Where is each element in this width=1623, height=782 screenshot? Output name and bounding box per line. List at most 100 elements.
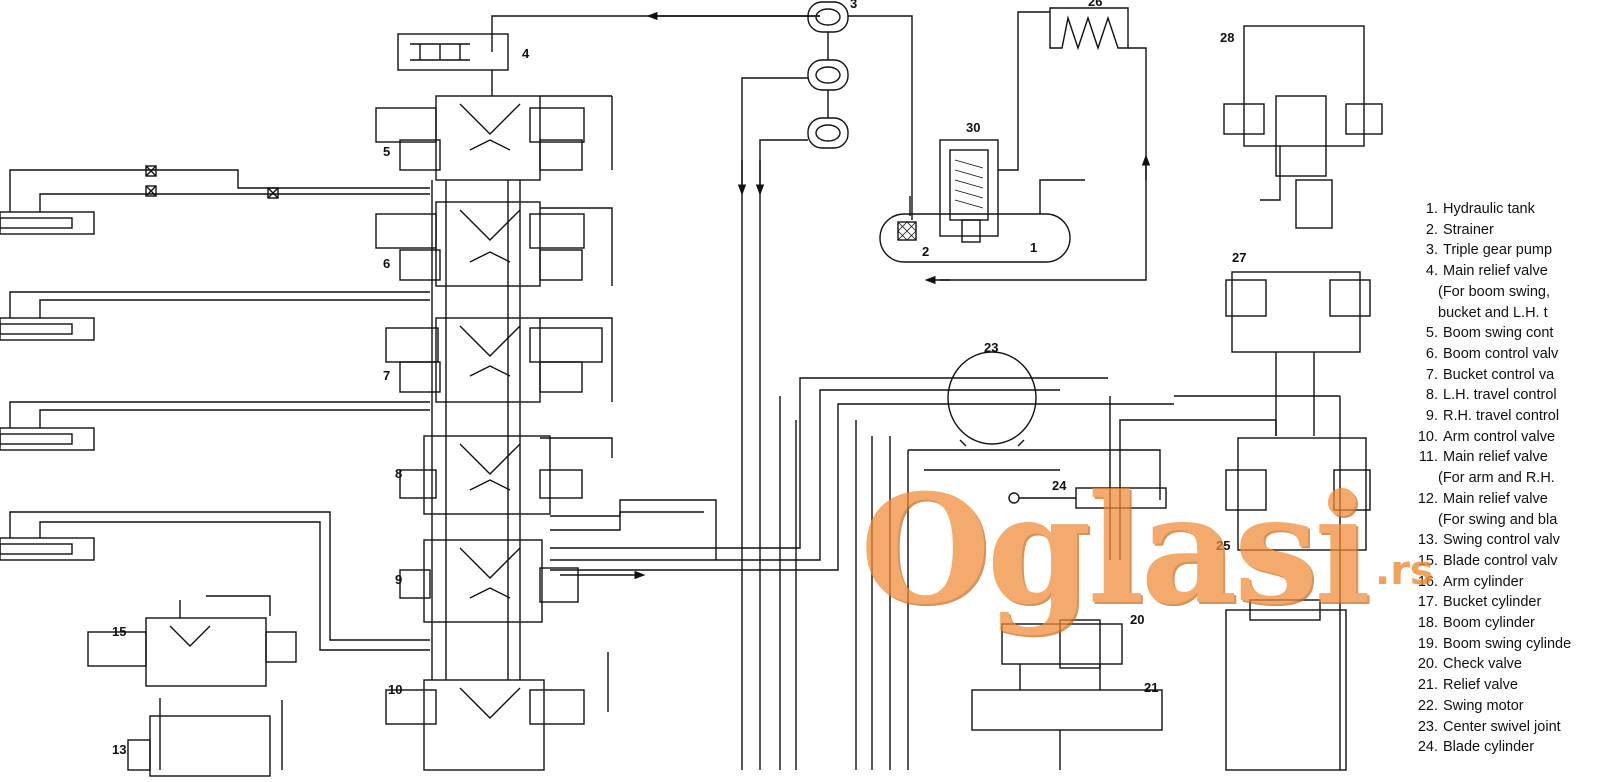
legend-number: 10. (1417, 428, 1438, 445)
cylinder-2 (0, 317, 95, 341)
legend-number: 12. (1417, 490, 1438, 507)
legend-number: 20. (1417, 656, 1438, 673)
legend-item: 3. Triple gear pump (1404, 240, 1623, 261)
legend-item: 9. R.H. travel control (1404, 406, 1623, 427)
main-relief-valve-4 (397, 33, 509, 71)
legend-text: Boom swing cylinde (1443, 635, 1572, 652)
legend-text: Bucket cylinder (1443, 594, 1542, 611)
legend-number: 13. (1417, 532, 1438, 549)
label-n28: 28 (1220, 30, 1234, 45)
blade-cylinder (1075, 487, 1167, 509)
legend-item: 2. Strainer (1404, 220, 1623, 241)
label-n3: 3 (850, 0, 857, 11)
legend-number: 2. (1425, 221, 1438, 238)
legend-number: 11. (1418, 449, 1438, 466)
blade-control-valve (145, 617, 267, 687)
label-n1: 1 (1030, 240, 1037, 255)
center-swivel-joint (947, 351, 1037, 445)
cylinder-1 (0, 211, 95, 235)
triple-gear-pump (807, 1, 849, 149)
valve-28 (1243, 25, 1365, 147)
label-n5: 5 (383, 144, 390, 159)
valve-27 (1231, 271, 1361, 353)
legend-text: Arm cylinder (1443, 573, 1524, 590)
legend-text: bucket and L.H. t (1438, 304, 1548, 321)
legend-number: 1. (1425, 201, 1438, 217)
legend-number: 23. (1417, 718, 1438, 735)
legend-number: 15. (1417, 552, 1438, 569)
label-n26: 26 (1088, 0, 1102, 9)
legend-item: 24.Blade cylinder (1404, 737, 1623, 758)
legend-text: R.H. travel control (1443, 408, 1560, 425)
legend-item: 13.Swing control valv (1404, 530, 1623, 551)
legend-item: bucket and L.H. t (1404, 303, 1623, 324)
legend-number: 8. (1425, 387, 1438, 404)
swing-control-valve (149, 715, 271, 777)
label-n20: 20 (1130, 612, 1144, 627)
valve-25 (1237, 437, 1367, 551)
legend-item: (For swing and bla (1404, 510, 1623, 531)
legend-item: 20. Check valve (1404, 654, 1623, 675)
oil-cooler (1049, 7, 1129, 51)
legend-number: 16. (1417, 573, 1438, 590)
legend-text: Boom cylinder (1443, 615, 1535, 632)
label-n13: 13 (112, 742, 126, 757)
label-n4: 4 (522, 46, 530, 61)
legend-text: Hydraulic tank (1443, 201, 1535, 217)
label-n21: 21 (1144, 680, 1158, 695)
label-n30: 30 (966, 120, 980, 135)
legend-item: 16. Arm cylinder (1404, 572, 1623, 593)
return-filter (939, 139, 999, 237)
legend-number: 21. (1417, 677, 1438, 694)
relief-valve (971, 689, 1163, 731)
check-valve (1001, 623, 1123, 665)
legend-item: 7.Bucket control va (1404, 365, 1623, 386)
component-legend: 1. Hydraulic tank 2. Strainer 3. Triple gear … (1404, 199, 1623, 758)
legend-number: 9. (1425, 408, 1438, 425)
legend-item: 22. Swing motor (1404, 696, 1623, 717)
legend-text: (For swing and bla (1438, 511, 1558, 528)
legend-number: 5. (1425, 325, 1438, 342)
legend-item: 1. Hydraulic tank (1404, 199, 1623, 220)
label-n25: 25 (1216, 538, 1230, 553)
legend-item: 12. Main relief valve (1404, 489, 1623, 510)
legend-item: (For boom swing, (1404, 282, 1623, 303)
legend-item: 18.Boom cylinder (1404, 613, 1623, 634)
label-n7: 7 (383, 368, 390, 383)
legend-number: 4. (1425, 263, 1438, 280)
hydraulic-tank (879, 213, 1071, 263)
legend-text: Swing motor (1443, 697, 1524, 714)
label-n23: 23 (984, 340, 998, 355)
label-n9: 9 (395, 572, 402, 587)
legend-item: 4.Main relief valve (1404, 261, 1623, 282)
legend-item: 11.Main relief valve (1404, 447, 1623, 468)
legend-text: Center swivel joint (1443, 718, 1561, 735)
label-n6: 6 (383, 256, 390, 271)
label-n15: 15 (112, 624, 126, 639)
legend-item: 8.L.H. travel control (1404, 385, 1623, 406)
legend-item: 19. Boom swing cylinde (1404, 634, 1623, 655)
legend-item: 10.Arm control valve (1404, 427, 1623, 448)
legend-text: Triple gear pump (1443, 242, 1553, 259)
label-n8: 8 (395, 466, 402, 481)
legend-number: 22. (1417, 697, 1438, 714)
legend-text: Relief valve (1443, 677, 1518, 694)
legend-text: Strainer (1443, 221, 1494, 238)
cylinder-4 (0, 537, 95, 561)
legend-number: 3. (1425, 242, 1438, 259)
valve-stack (375, 95, 603, 771)
valve-lower-right (1225, 609, 1347, 771)
legend-text: Check valve (1443, 656, 1522, 673)
legend-number: 6. (1425, 345, 1438, 362)
legend-item: 6.Boom control valv (1404, 344, 1623, 365)
legend-item: (For arm and R.H. (1404, 468, 1623, 489)
legend-text: Main relief valve (1443, 490, 1548, 507)
component-labels: 4 3 26 30 2 1 5 6 7 8 9 10 15 13 23 24 2… (112, 0, 1246, 757)
legend-text: Boom swing cont (1443, 325, 1554, 342)
legend-number: 19. (1417, 635, 1438, 652)
legend-text: (For arm and R.H. (1438, 470, 1555, 487)
legend-text: (For boom swing, (1438, 283, 1551, 300)
top-return-line (491, 15, 820, 52)
label-n10: 10 (388, 682, 402, 697)
